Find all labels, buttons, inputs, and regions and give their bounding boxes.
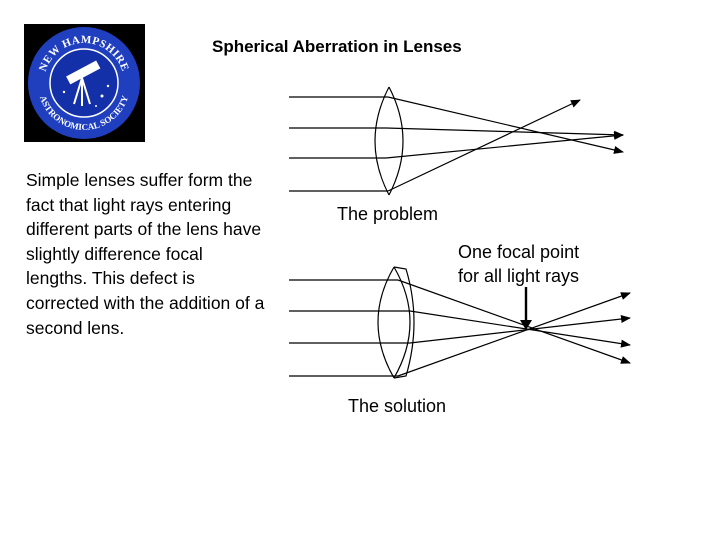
focal-point-label-line-2: for all light rays [458, 266, 580, 286]
doublet-lens-middle-surface [393, 266, 411, 379]
telescope-icon [66, 60, 101, 106]
problem-diagram [289, 86, 624, 196]
society-logo: NEW HAMPSHIRE ASTRONOMICAL SOCIETY [24, 24, 145, 142]
ray-6-refracted [409, 310, 631, 348]
focal-pointer-arrowhead [520, 320, 532, 330]
stars-icon [62, 84, 110, 107]
single-lens-left-surface [374, 86, 390, 196]
ray-8-refracted [397, 292, 631, 377]
single-lens-right-surface [388, 86, 404, 196]
ray-7-refracted [409, 315, 631, 344]
ray-4-refracted [387, 99, 581, 192]
doublet-lens-left-surface [377, 266, 395, 379]
ray-3-refracted [385, 131, 624, 159]
description-text: Simple lenses suffer form the fact that … [26, 170, 265, 338]
solution-label: The solution [348, 396, 447, 416]
solution-diagram [289, 266, 631, 379]
slide-title: Spherical Aberration in Lenses [212, 37, 462, 56]
doublet-lens-second-element [393, 266, 415, 379]
ray-5-refracted [397, 279, 631, 364]
focal-point-label-line-1: One focal point [458, 242, 580, 262]
ray-2-refracted [385, 127, 624, 139]
focal-point-label: One focal point for all light rays [458, 240, 579, 288]
problem-label: The problem [337, 204, 439, 224]
ray-1-refracted [387, 96, 624, 154]
